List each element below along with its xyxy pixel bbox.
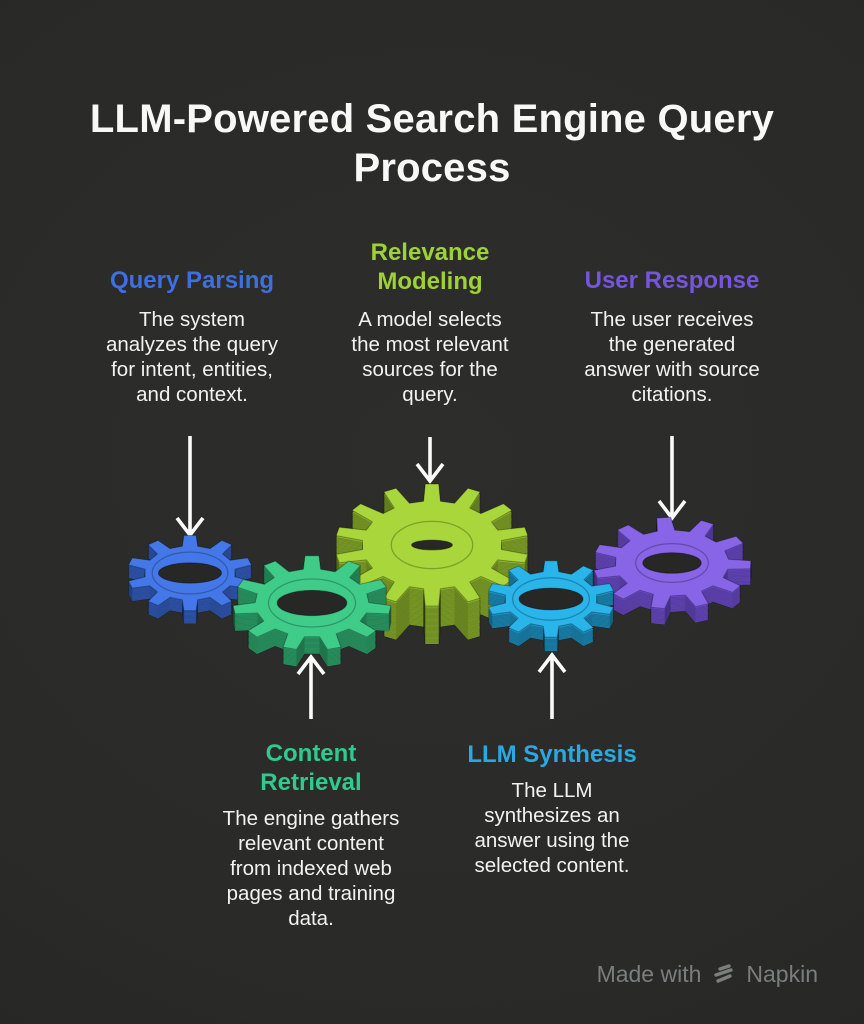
napkin-brand-label: Napkin bbox=[746, 960, 818, 987]
step-heading-relevance-modeling: Relevance Modeling bbox=[370, 239, 490, 295]
arrow-down-query-parsing bbox=[175, 436, 205, 538]
step-body-query-parsing: The system analyzes the query for intent… bbox=[105, 308, 279, 406]
gear-user-response bbox=[593, 516, 752, 626]
gear-query-parsing bbox=[127, 534, 253, 625]
arrow-down-user-response bbox=[657, 436, 687, 521]
arrow-up-content-retrieval bbox=[296, 654, 326, 719]
step-body-llm-synthesis: The LLM synthesizes an answer using the … bbox=[474, 779, 630, 877]
arrow-down-relevance-modeling bbox=[415, 437, 445, 484]
napkin-logo-icon bbox=[710, 961, 737, 988]
arrow-up-llm-synthesis bbox=[537, 652, 567, 719]
napkin-badge[interactable]: Made with Napkin bbox=[597, 956, 818, 992]
step-heading-user-response: User Response bbox=[584, 267, 760, 294]
step-heading-query-parsing: Query Parsing bbox=[109, 267, 275, 294]
made-with-label: Made with bbox=[596, 960, 702, 987]
gear-content-retrieval bbox=[232, 555, 392, 668]
page-title: LLM-Powered Search Engine Query Process bbox=[89, 97, 775, 190]
gear-llm-synthesis bbox=[487, 560, 615, 652]
step-body-content-retrieval: The engine gathers relevant content from… bbox=[222, 807, 400, 930]
step-heading-llm-synthesis: LLM Synthesis bbox=[467, 741, 637, 768]
step-heading-content-retrieval: Content Retrieval bbox=[260, 740, 362, 796]
step-body-relevance-modeling: A model selects the most relevant source… bbox=[351, 308, 509, 406]
step-body-user-response: The user receives the generated answer w… bbox=[584, 308, 760, 406]
